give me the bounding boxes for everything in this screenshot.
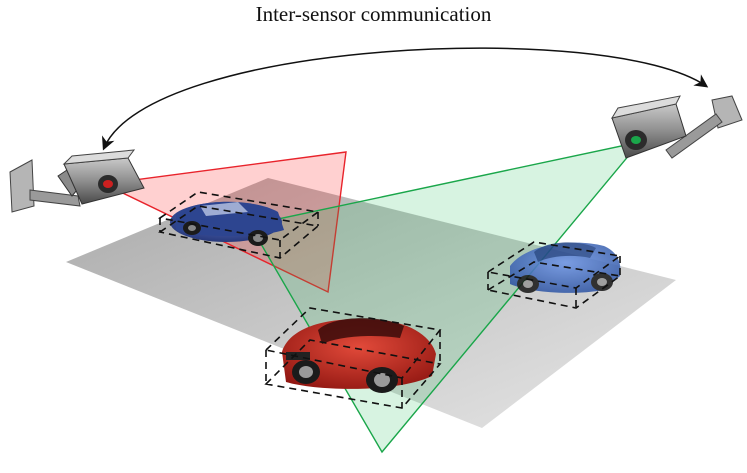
diagram-title: Inter-sensor communication [255, 2, 492, 26]
bounding-box [157, 191, 320, 259]
bounding-box [264, 307, 442, 409]
communication-arrow [102, 47, 709, 151]
bounding-box [485, 241, 623, 309]
security-camera-icon [610, 95, 743, 159]
car-icon [282, 318, 436, 393]
car-icon [170, 201, 284, 246]
security-camera-icon [9, 149, 145, 213]
